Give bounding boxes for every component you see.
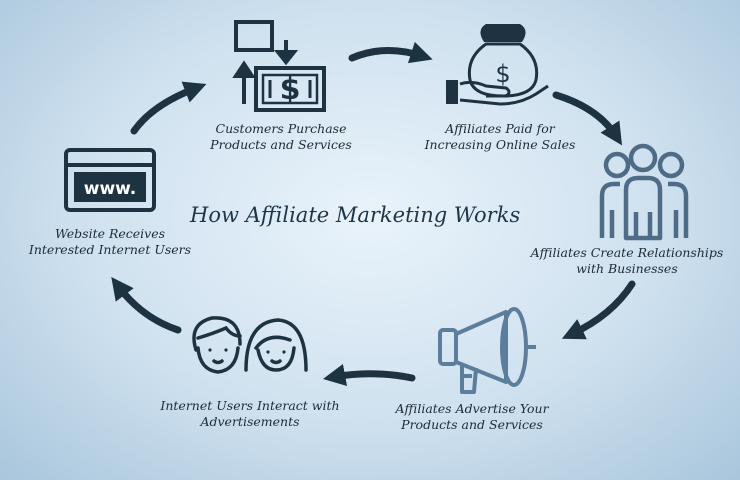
svg-text:www.: www.: [84, 179, 137, 199]
diagram-title: How Affiliate Marketing Works: [190, 203, 521, 227]
svg-text:$: $: [280, 72, 301, 107]
arrow-purchase-to-paid: [348, 41, 433, 64]
step-label-purchase: Customers Purchase Products and Services: [210, 121, 352, 152]
step-label-paid: Affiliates Paid for Increasing Online Sa…: [424, 121, 576, 152]
megaphone-icon: [438, 307, 536, 394]
website-browser-icon: www.: [64, 148, 156, 212]
arrow-website-to-purchase: [130, 81, 207, 135]
arrow-interact-to-website: [111, 277, 182, 334]
step-label-advertise: Affiliates Advertise Your Products and S…: [395, 401, 549, 432]
step-label-relationships: Affiliates Create Relationships with Bus…: [530, 245, 724, 276]
arrow-paid-to-relationships: [552, 91, 623, 146]
money-bag-hand-icon: $: [446, 24, 549, 106]
people-group-icon: [599, 143, 689, 241]
arrow-advertise-to-interact: [322, 363, 416, 386]
users-faces-icon: [192, 316, 308, 374]
svg-text:$: $: [495, 60, 510, 88]
money-exchange-icon: $: [232, 20, 326, 112]
arrow-relationships-to-advertise: [561, 280, 636, 340]
step-label-website: Website Receives Interested Internet Use…: [28, 226, 192, 257]
step-label-interact: Internet Users Interact with Advertiseme…: [160, 398, 340, 429]
